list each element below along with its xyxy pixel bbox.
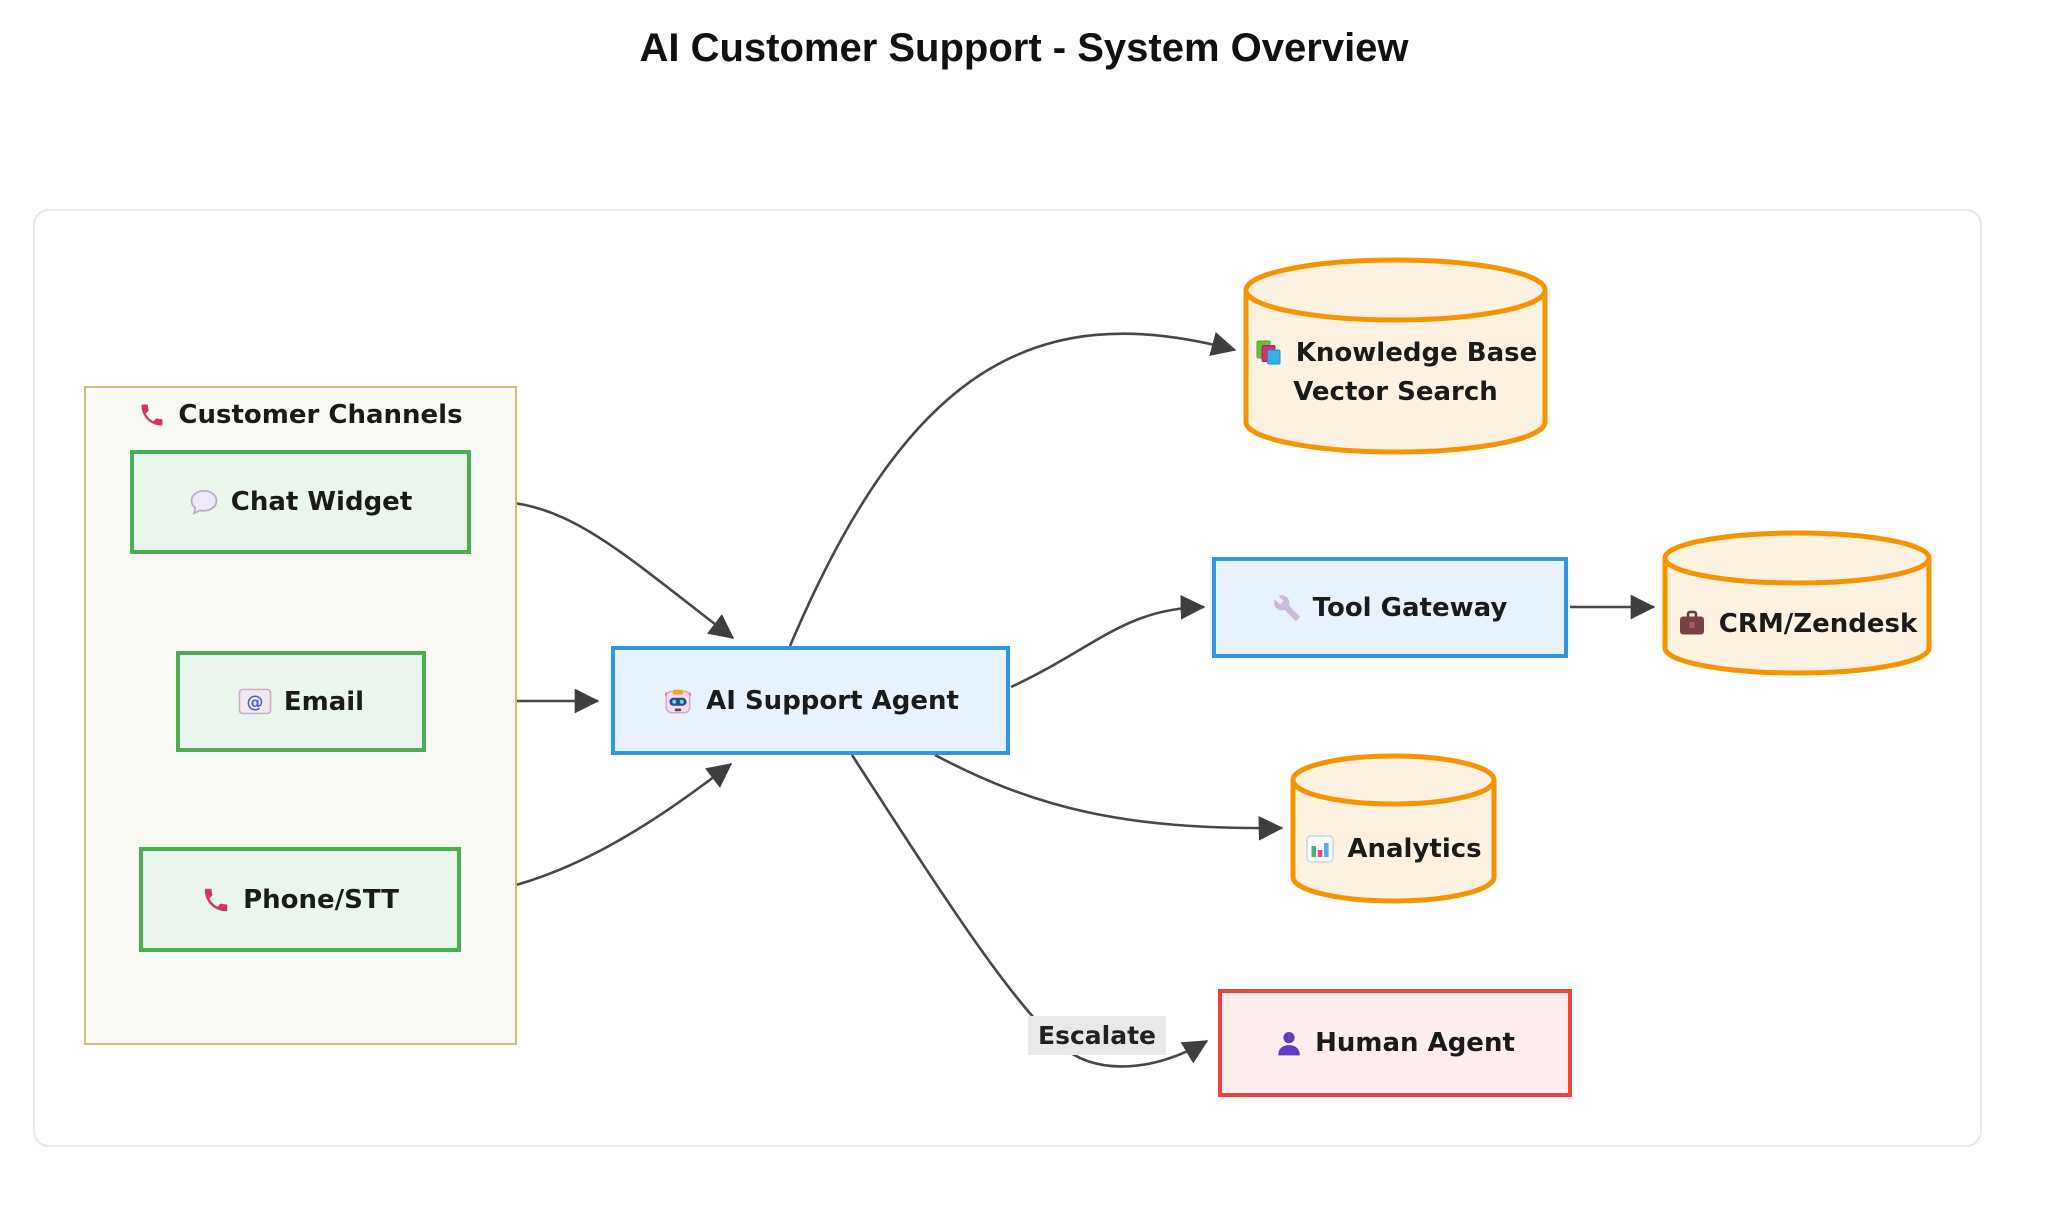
bar-chart-icon (1305, 834, 1335, 864)
node-label: Tool Gateway (1312, 592, 1508, 623)
page-title: AI Customer Support - System Overview (639, 26, 1409, 70)
edge-label-escalate: Escalate (1028, 1016, 1166, 1055)
node-ai-support-agent: AI Support Agent (611, 646, 1010, 755)
phone-icon (201, 885, 231, 915)
robot-icon (662, 685, 694, 717)
node-label: Phone/STT (243, 884, 399, 915)
wrench-icon (1273, 594, 1301, 622)
node-tool-gateway: Tool Gateway (1212, 557, 1568, 658)
node-knowledge-base: Knowledge Base Vector Search (1243, 257, 1548, 455)
node-label: Human Agent (1315, 1028, 1515, 1058)
person-icon (1275, 1029, 1303, 1057)
email-icon: @ (238, 688, 272, 715)
node-label: Knowledge Base (1295, 337, 1538, 368)
node-label-line2: Vector Search (1293, 376, 1498, 407)
node-label: Analytics (1347, 833, 1482, 864)
node-label: CRM/Zendesk (1718, 609, 1918, 639)
speech-bubble-icon (189, 487, 219, 517)
svg-text:@: @ (246, 693, 263, 713)
node-email: @ Email (176, 651, 426, 752)
books-icon (1254, 338, 1284, 368)
node-label: Email (283, 686, 365, 717)
node-crm-zendesk: CRM/Zendesk (1662, 530, 1932, 676)
subgraph-label-text: Customer Channels (178, 400, 463, 430)
node-chat-widget: Chat Widget (130, 450, 471, 554)
node-analytics: Analytics (1290, 753, 1497, 904)
node-label: Chat Widget (230, 487, 413, 517)
node-label: AI Support Agent (706, 685, 959, 716)
briefcase-icon (1677, 610, 1707, 638)
phone-icon (138, 401, 166, 429)
node-human-agent: Human Agent (1218, 989, 1572, 1097)
node-phone-stt: Phone/STT (139, 847, 461, 952)
subgraph-label: Customer Channels (86, 400, 515, 430)
